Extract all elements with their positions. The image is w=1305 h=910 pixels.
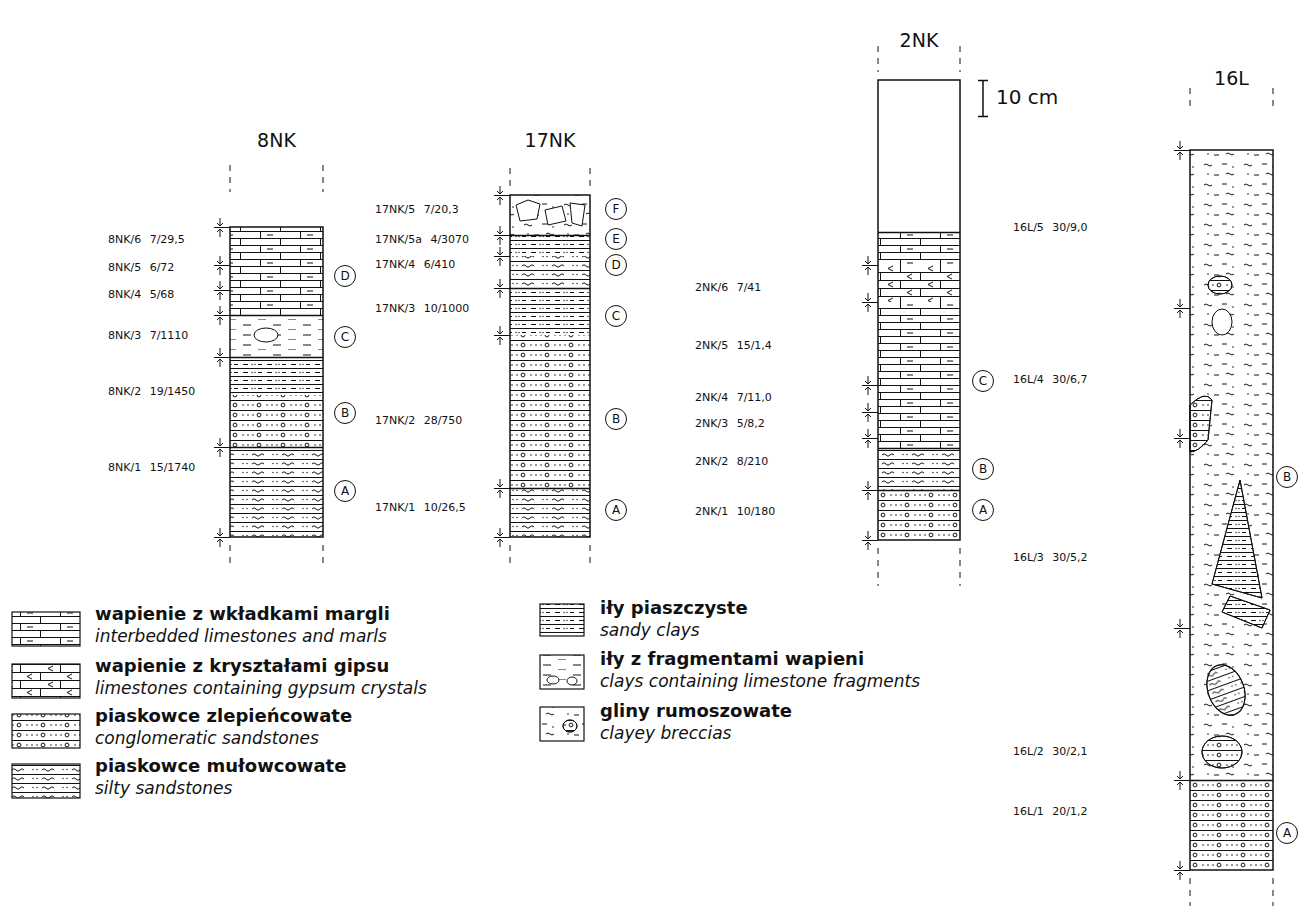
sample-label: 8NK/4 5/68 <box>108 288 174 302</box>
legend-text: limestones containing gypsum crystals <box>95 677 427 699</box>
layer-letter: A <box>1283 826 1291 840</box>
layer-letter: C <box>979 374 987 388</box>
layer-letter: E <box>612 232 620 246</box>
legend-text: sandy clays <box>600 619 700 641</box>
legend-text: interbedded limestones and marls <box>95 625 387 647</box>
sample-label: 2NK/1 10/180 <box>695 505 775 519</box>
layer-letter: F <box>613 202 620 216</box>
layer-letter-circle: D <box>334 265 356 287</box>
sample-label: 17NK/5 7/20,3 <box>375 203 459 217</box>
layer-letter: A <box>979 503 987 517</box>
layer-letter: B <box>612 412 620 426</box>
layer-letter: A <box>341 484 349 498</box>
sample-label: 17NK/3 10/1000 <box>375 302 469 316</box>
section-column: 2NK <box>878 28 960 540</box>
legend-text: iły z fragmentami wapieni <box>600 648 864 670</box>
layer-letter-circle: C <box>972 370 994 392</box>
sample-label: 2NK/5 15/1,4 <box>695 339 772 353</box>
column-header: 2NK <box>878 28 960 52</box>
sample-label: 2NK/4 7/11,0 <box>695 391 772 405</box>
layer-letter-circle: A <box>972 499 994 521</box>
layer-letter-circle: D <box>605 254 627 276</box>
layer-letter-circle: F <box>605 198 627 220</box>
layer-letter-circle: A <box>334 480 356 502</box>
section-column: 17NK <box>510 128 590 537</box>
sample-label: 16L/2 30/2,1 <box>1013 745 1088 759</box>
layer-letter: B <box>979 462 987 476</box>
sample-label: 17NK/5a 4/3070 <box>375 233 469 247</box>
sample-label: 2NK/6 7/41 <box>695 281 761 295</box>
layer-letter-circle: C <box>334 326 356 348</box>
layer-letter-circle: B <box>972 458 994 480</box>
layer-letter-circle: C <box>605 305 627 327</box>
column-header: 8NK <box>230 128 323 152</box>
sample-label: 17NK/2 28/750 <box>375 414 462 428</box>
sample-label: 8NK/6 7/29,5 <box>108 233 185 247</box>
sample-label: 8NK/2 19/1450 <box>108 385 195 399</box>
sample-label: 16L/3 30/5,2 <box>1013 551 1088 565</box>
column-header: 16L <box>1190 66 1273 90</box>
layer-letter-circle: E <box>605 228 627 250</box>
legend-text: piaskowce mułowcowate <box>95 755 346 777</box>
column-header: 17NK <box>510 128 590 152</box>
layer-letter-circle: B <box>334 402 356 424</box>
sample-label: 8NK/5 6/72 <box>108 261 174 275</box>
legend-text: piaskowce zlepieńcowate <box>95 705 352 727</box>
layer-letter-circle: A <box>1276 822 1298 844</box>
sample-label: 16L/1 20/1,2 <box>1013 805 1088 819</box>
sample-label: 16L/4 30/6,7 <box>1013 373 1088 387</box>
scale-label: 10 cm <box>996 84 1058 110</box>
layer-letter: D <box>611 258 620 272</box>
section-column: 16L <box>1190 66 1273 870</box>
legend-text: wapienie z kryształami gipsu <box>95 655 389 677</box>
layer-letter-circle: B <box>605 408 627 430</box>
layer-letter: D <box>340 269 349 283</box>
legend-text: conglomeratic sandstones <box>95 727 319 749</box>
layer-letter: C <box>341 330 349 344</box>
sample-label: 2NK/3 5/8,2 <box>695 417 765 431</box>
legend-text: iły piaszczyste <box>600 597 748 619</box>
layer-letter-circle: B <box>1276 466 1298 488</box>
sample-label: 8NK/3 7/1110 <box>108 329 188 343</box>
legend-text: clays containing limestone fragments <box>600 670 920 692</box>
legend-text: gliny rumoszowate <box>600 700 792 722</box>
sample-label: 8NK/1 15/1740 <box>108 461 195 475</box>
layer-letter: B <box>1283 470 1291 484</box>
layer-letter: C <box>612 309 620 323</box>
legend-text: wapienie z wkładkami margli <box>95 603 390 625</box>
sample-label: 17NK/1 10/26,5 <box>375 501 466 515</box>
legend-text: clayey breccias <box>600 722 731 744</box>
legend-text: silty sandstones <box>95 777 232 799</box>
layer-letter: B <box>341 406 349 420</box>
sample-label: 17NK/4 6/410 <box>375 258 455 272</box>
sample-label: 2NK/2 8/210 <box>695 455 768 469</box>
layer-letter-circle: A <box>605 499 627 521</box>
layer-letter: A <box>612 503 620 517</box>
section-column: 8NK <box>230 128 323 537</box>
sample-label: 16L/5 30/9,0 <box>1013 221 1088 235</box>
